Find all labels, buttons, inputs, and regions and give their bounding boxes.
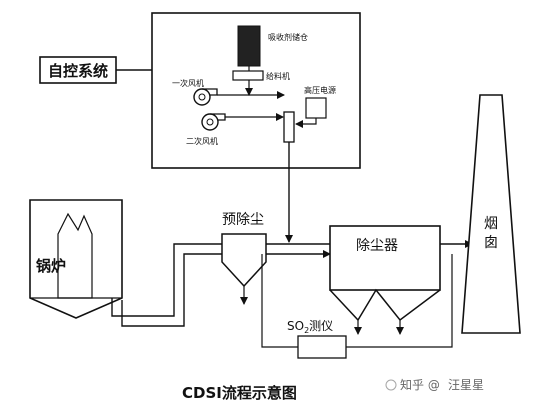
pre-dust-label: 预除尘 [222,212,264,228]
chimney: 烟 囱 [461,94,521,334]
dust-collector-label: 除尘器 [356,238,398,254]
absorbent-silo: 吸收剂储仓 [237,25,308,67]
watermark-name: 汪星星 [448,378,484,392]
chimney-label-2: 囱 [484,235,498,251]
primary-fan-label: 一次风机 [172,78,204,88]
secondary-fan-label: 二次风机 [186,136,218,146]
hv-power-label: 高压电源 [304,85,336,95]
so2-suffix: 测仪 [309,319,333,333]
watermark-text: 知乎 @ [400,378,440,392]
boiler: 锅炉 [29,199,123,319]
caption: CDSI流程示意图 [182,384,297,402]
hv-power-box [305,97,327,119]
svg-text:SO2测仪: SO2测仪 [287,319,333,335]
control-system-label: 自控系统 [48,62,108,80]
so2-meter: SO2测仪 [287,319,347,359]
dust-collector: 除尘器 [329,225,441,335]
chimney-label-1: 烟 [484,216,498,232]
secondary-fan-icon [201,113,226,131]
pre-dust-collector: 预除尘 [221,212,267,305]
feeder-label: 给料机 [266,71,290,81]
watermark: 知乎 @ 汪星星 [385,378,484,392]
control-system-box: 自控系统 [39,56,117,84]
primary-fan-icon [193,88,218,106]
feeder: 给料机 [232,66,290,81]
boiler-flue-duct-lower [121,253,222,327]
so2-prefix: SO [287,319,304,333]
so2-sub: 2 [304,326,309,335]
injection-system-frame [151,12,361,169]
hv-power-line [295,118,317,128]
absorbent-silo-label: 吸收剂储仓 [268,32,308,42]
boiler-flue-duct [111,243,222,317]
boiler-label: 锅炉 [36,257,66,275]
so2-line-left [261,254,298,348]
charger-unit [283,111,295,143]
so2-line-right [346,254,453,348]
